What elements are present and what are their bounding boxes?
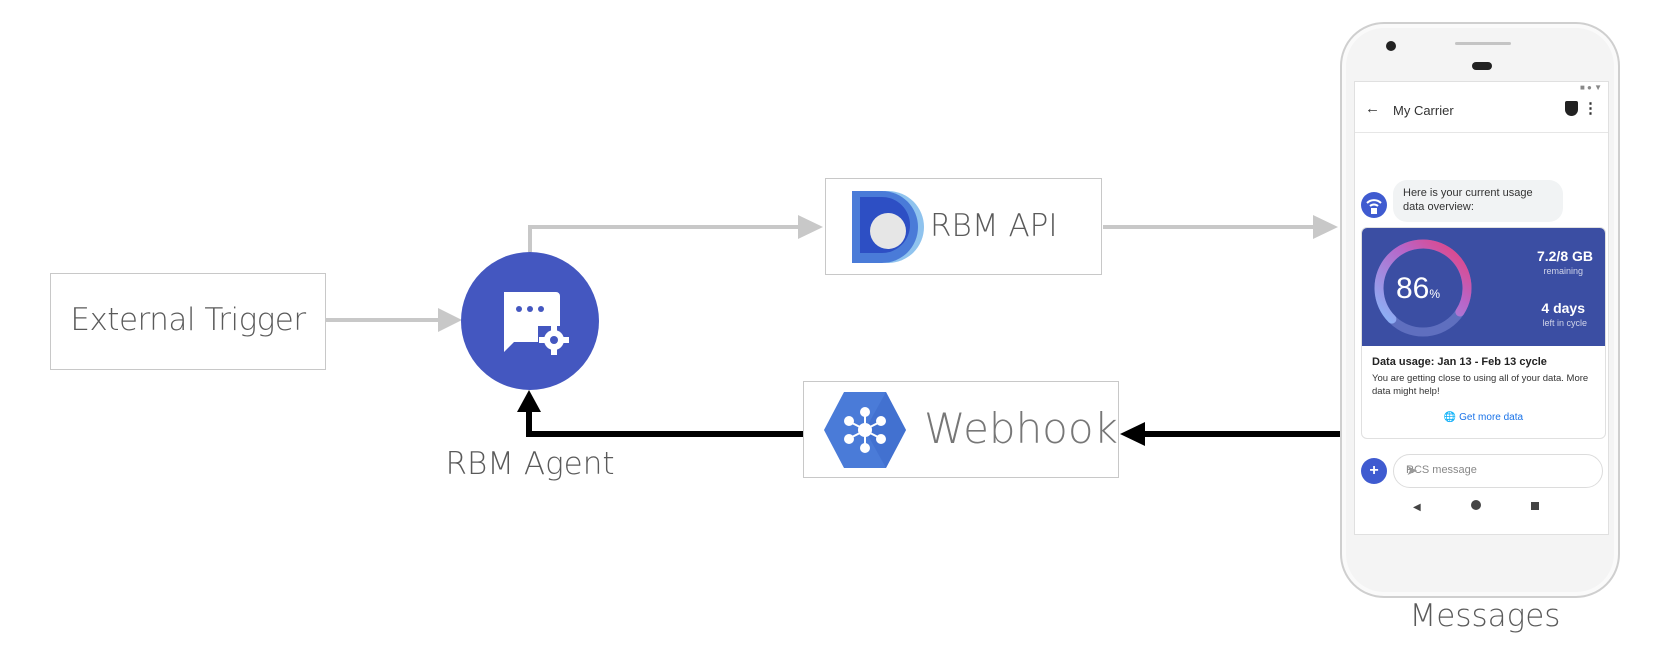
days-left-caption: left in cycle xyxy=(1542,318,1587,328)
app-title: My Carrier xyxy=(1393,103,1454,118)
rbm-agent-node xyxy=(461,252,599,390)
usage-percent-value: 86 xyxy=(1396,272,1430,305)
nav-home-icon[interactable] xyxy=(1471,500,1481,510)
get-more-data-label: Get more data xyxy=(1459,412,1524,423)
back-arrow-icon[interactable]: ← xyxy=(1365,100,1380,117)
wifi-icon xyxy=(1366,199,1382,214)
arrow-phone-to-webhook xyxy=(1120,422,1342,446)
usage-gauge xyxy=(1374,239,1472,337)
arrow-agent-to-api xyxy=(528,215,823,252)
agent-avatar xyxy=(1361,192,1387,218)
phone-earpiece xyxy=(1455,42,1511,45)
arrow-api-to-phone xyxy=(1103,215,1338,239)
verified-shield-icon xyxy=(1565,101,1578,116)
rbm-api-logo-icon xyxy=(852,191,924,263)
get-more-data-button[interactable]: 🌐 Get more data xyxy=(1362,412,1605,423)
message-bubble: Here is your current usage data overview… xyxy=(1393,180,1563,222)
arrow-trigger-to-agent xyxy=(326,308,462,332)
nav-recents-icon[interactable] xyxy=(1531,502,1539,510)
days-left-value: 4 days xyxy=(1541,300,1585,316)
rbm-api-label: RBM API xyxy=(930,208,1058,244)
phone-camera xyxy=(1386,41,1396,51)
phone-sensor xyxy=(1472,62,1492,70)
card-description: You are getting close to using all of yo… xyxy=(1372,373,1589,397)
phone-screen: ■ ● ▼ ← My Carrier ⋮ Here is your curren… xyxy=(1354,81,1609,535)
rich-card: 86% 7.2/8 GB remaining 4 days left in cy… xyxy=(1361,227,1606,439)
globe-icon: 🌐 xyxy=(1443,412,1457,423)
card-title: Data usage: Jan 13 - Feb 13 cycle xyxy=(1372,356,1547,368)
rcs-message-input[interactable]: RCS message ➤ xyxy=(1393,454,1603,488)
phone-device: ■ ● ▼ ← My Carrier ⋮ Here is your curren… xyxy=(1340,22,1620,598)
arrow-webhook-to-agent xyxy=(517,390,803,437)
more-vert-icon[interactable]: ⋮ xyxy=(1583,100,1598,117)
rbm-agent-label: RBM Agent xyxy=(445,446,615,482)
external-trigger-node: External Trigger xyxy=(50,273,326,370)
messages-label: Messages xyxy=(1409,598,1561,634)
webhook-hexagon-icon xyxy=(824,392,906,468)
usage-percent: 86% xyxy=(1396,272,1440,306)
data-remaining-value: 7.2/8 GB xyxy=(1536,248,1593,264)
nav-back-icon[interactable]: ◀ xyxy=(1413,502,1421,513)
app-bar: ← My Carrier ⋮ xyxy=(1355,90,1608,133)
webhook-node: Webhook xyxy=(803,381,1119,478)
card-banner: 86% 7.2/8 GB remaining 4 days left in cy… xyxy=(1362,228,1605,346)
status-bar-icons: ■ ● ▼ xyxy=(1579,83,1602,92)
chat-settings-icon xyxy=(504,292,569,355)
external-trigger-label: External Trigger xyxy=(70,302,306,338)
rcs-message-placeholder: RCS message xyxy=(1406,464,1477,476)
usage-gauge-arc xyxy=(1374,239,1472,324)
rbm-api-node: RBM API xyxy=(825,178,1102,275)
usage-percent-unit: % xyxy=(1429,287,1441,301)
webhook-label: Webhook xyxy=(924,404,1118,453)
add-attachment-button[interactable]: + xyxy=(1361,458,1387,484)
data-remaining-caption: remaining xyxy=(1543,266,1583,276)
send-icon[interactable]: ➤ xyxy=(1406,462,1418,478)
